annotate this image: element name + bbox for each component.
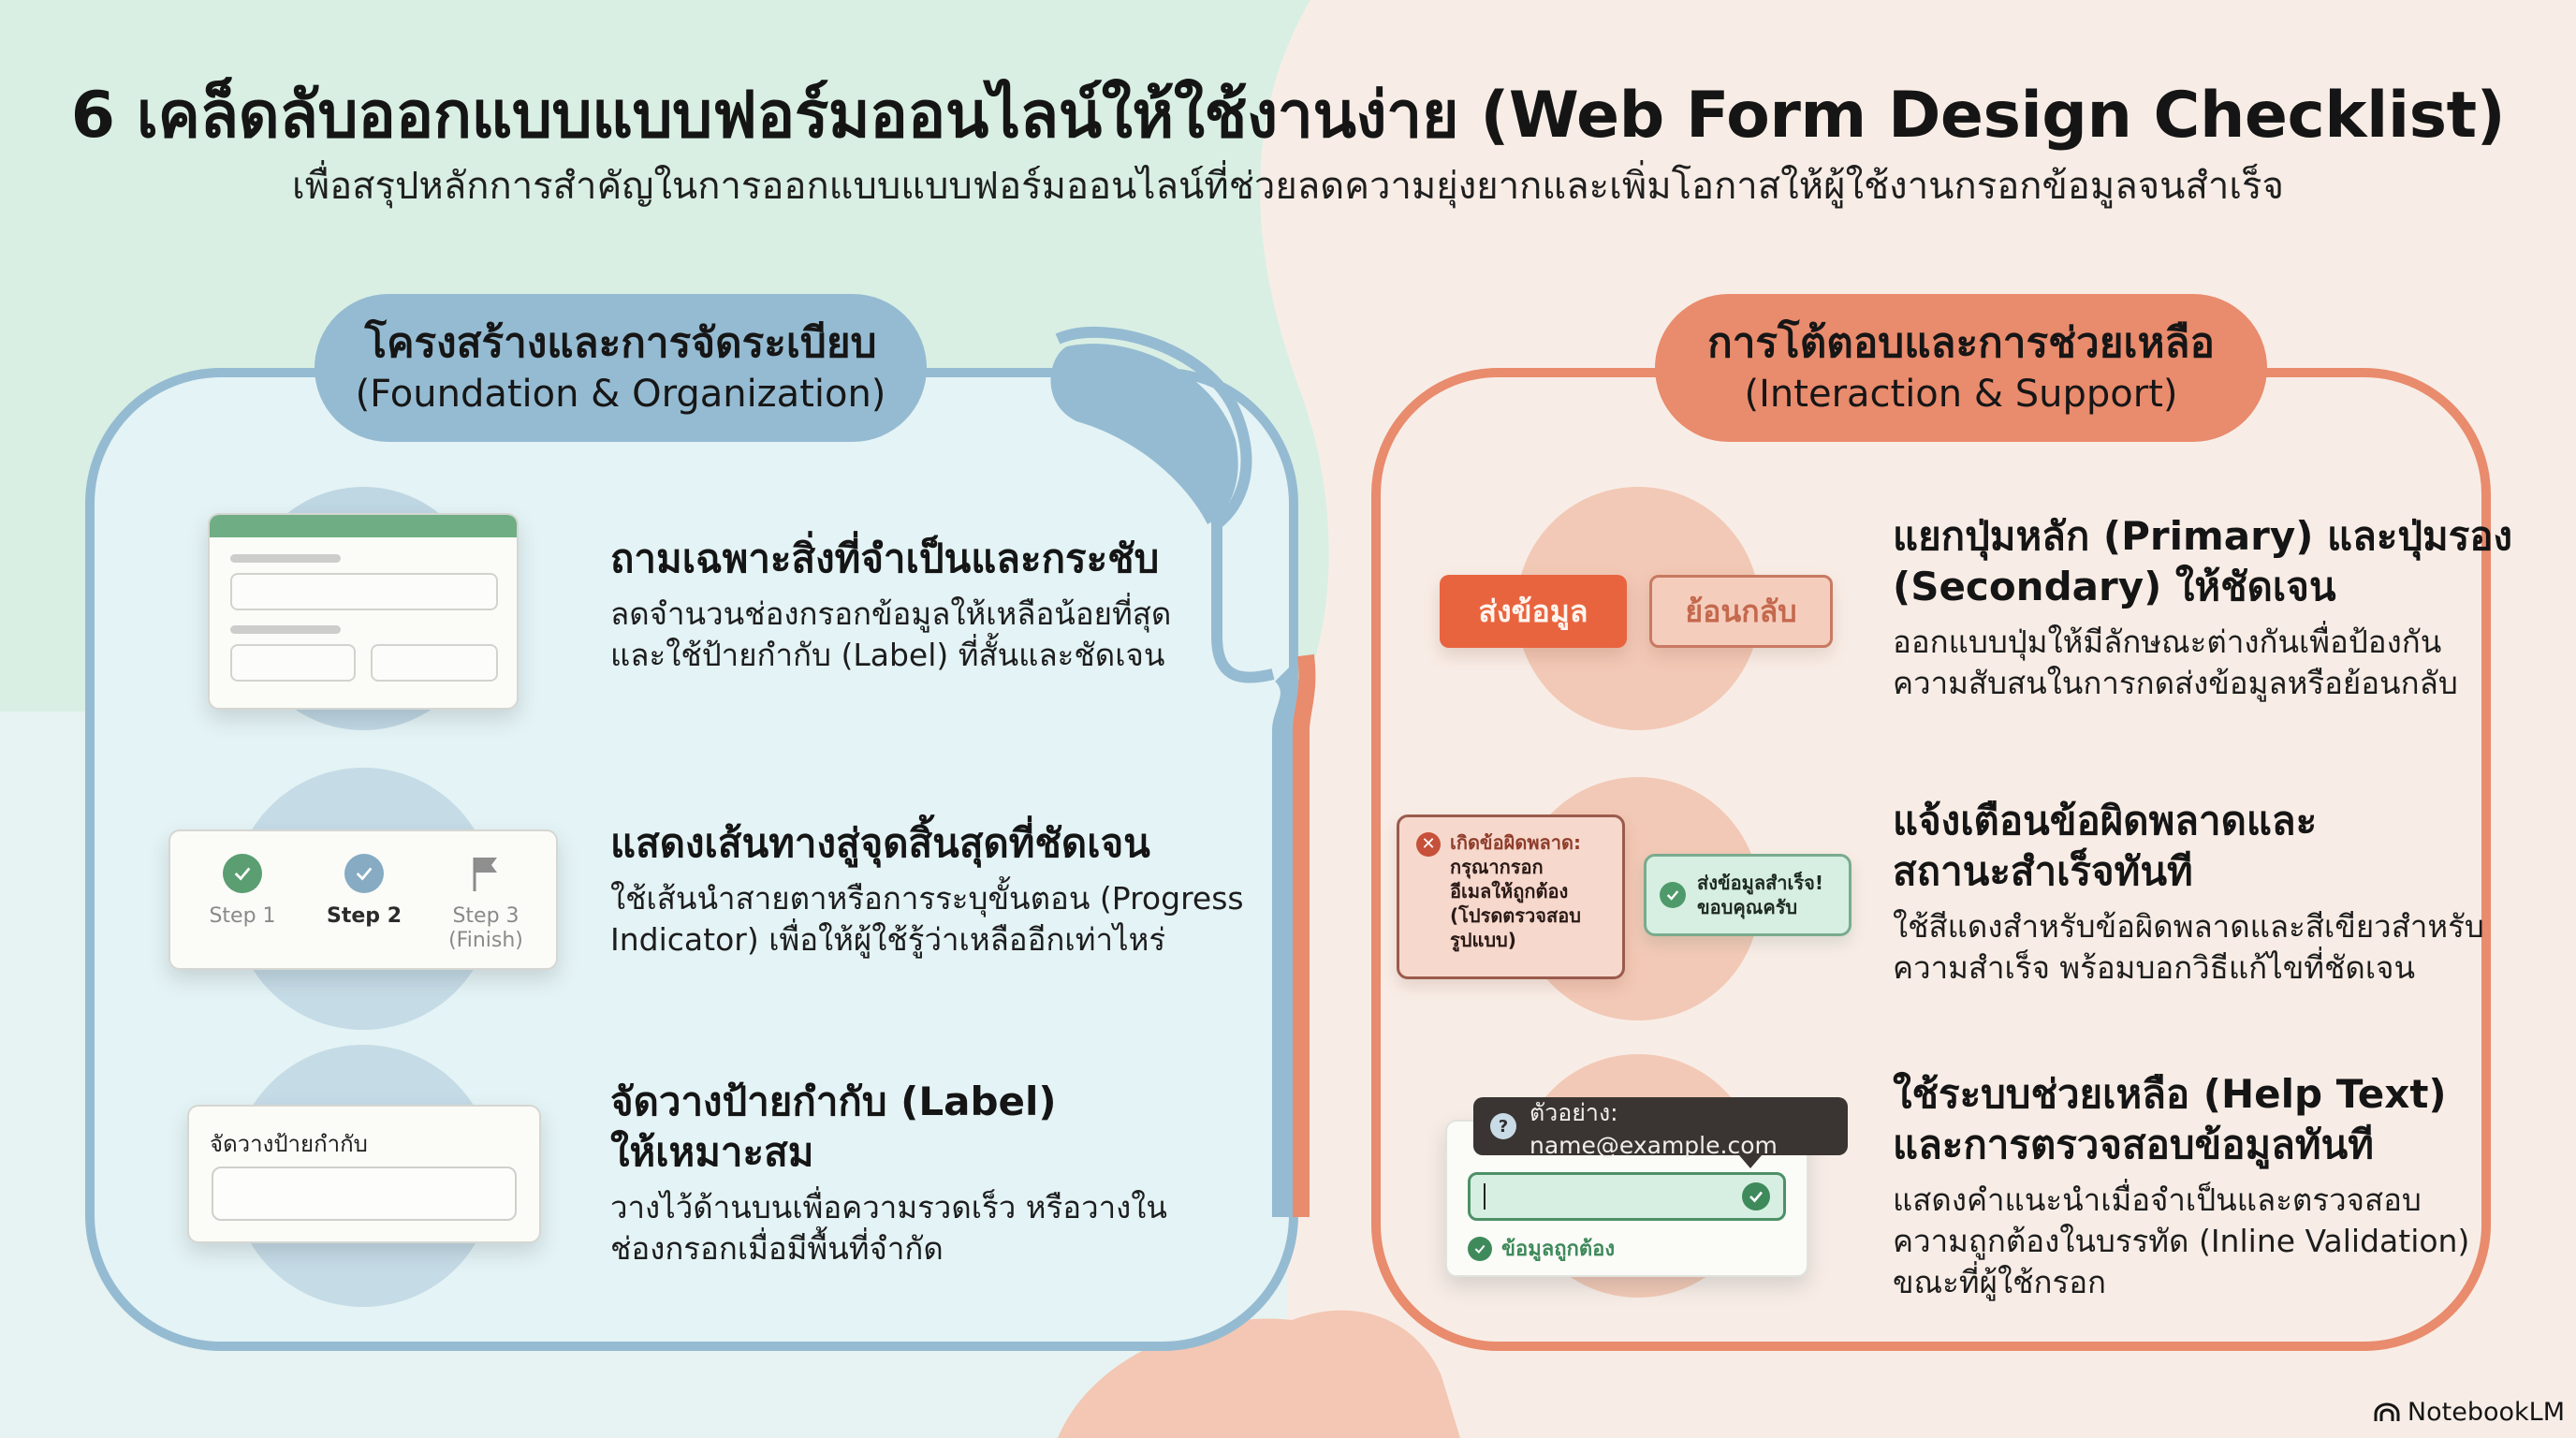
- success-text: ส่งข้อมูลสำเร็จ! ขอบคุณครับ: [1697, 871, 1823, 919]
- help-question-icon: ?: [1490, 1113, 1516, 1139]
- email-input[interactable]: [1468, 1172, 1786, 1221]
- error-line: (โปรดตรวจสอบ: [1450, 904, 1581, 927]
- tip-primary-secondary: แยกปุ่มหลัก (Primary) และปุ่มรอง (Second…: [1893, 511, 2548, 704]
- submit-button[interactable]: ส่งข้อมูล: [1440, 575, 1627, 648]
- notebooklm-brand: NotebookLM: [2374, 1398, 2565, 1427]
- desc-line: ใช้เส้นนำสายตาหรือการระบุขั้นตอน (Progre…: [610, 880, 1244, 917]
- success-line: ส่งข้อมูลสำเร็จ!: [1697, 872, 1823, 894]
- error-title: เกิดข้อผิดพลาด:: [1450, 831, 1581, 854]
- step-2: Step 2: [313, 854, 416, 929]
- success-line: ขอบคุณครับ: [1697, 896, 1798, 918]
- title-line: และการตรวจสอบข้อมูลทันที: [1893, 1122, 2374, 1167]
- tooltip-text: ตัวอย่าง: name@example.com: [1530, 1098, 1778, 1159]
- desc-line: วางไว้ด้านบนเพื่อความรวดเร็ว หรือวางใน: [610, 1189, 1167, 1225]
- tip-show-progress: แสดงเส้นทางสู่จุดสิ้นสุดที่ชัดเจน ใช้เส้…: [610, 818, 1266, 961]
- section-title-en: (Interaction & Support): [1744, 373, 2178, 416]
- tip-title: แจ้งเตือนข้อผิดพลาดและ สถานะสำเร็จทันที: [1893, 796, 2548, 897]
- label-placeholder: [230, 554, 341, 563]
- tip-desc: ใช้เส้นนำสายตาหรือการระบุขั้นตอน (Progre…: [610, 878, 1266, 961]
- section-header-foundation: โครงสร้างและการจัดระเบียบ (Foundation & …: [315, 294, 927, 442]
- tip-title: แยกปุ่มหลัก (Primary) และปุ่มรอง (Second…: [1893, 511, 2548, 612]
- title-line: จัดวางป้ายกำกับ (Label): [610, 1078, 1057, 1124]
- success-message: ส่งข้อมูลสำเร็จ! ขอบคุณครับ: [1644, 854, 1852, 936]
- section-title-en: (Foundation & Organization): [355, 373, 886, 416]
- desc-line: ความถูกต้องในบรรทัด (Inline Validation): [1893, 1223, 2470, 1259]
- tip-title: ถามเฉพาะสิ่งที่จำเป็นและกระชับ: [610, 536, 1160, 581]
- section-title-th: การโต้ตอบและการช่วยเหลือ: [1707, 319, 2215, 367]
- field-placeholder: [371, 644, 498, 682]
- error-text: เกิดข้อผิดพลาด: กรุณากรอก อีเมลให้ถูกต้อ…: [1450, 830, 1581, 952]
- step-label: Step 3: [452, 904, 520, 928]
- tip-desc: แสดงคำแนะนำเมื่อจำเป็นและตรวจสอบ ความถูก…: [1893, 1180, 2548, 1303]
- tip-desc: ออกแบบปุ่มให้มีลักษณะต่างกันเพื่อป้องกัน…: [1893, 622, 2548, 704]
- label-placeholder: [230, 625, 341, 634]
- tip-error-success: แจ้งเตือนข้อผิดพลาดและ สถานะสำเร็จทันที …: [1893, 796, 2548, 989]
- success-check-icon: [1660, 882, 1686, 908]
- check-icon: [344, 854, 384, 893]
- back-button[interactable]: ย้อนกลับ: [1649, 575, 1833, 648]
- error-message: ✕ เกิดข้อผิดพลาด: กรุณากรอก อีเมลให้ถูกต…: [1397, 814, 1625, 979]
- error-line: อีเมลให้ถูกต้อง: [1450, 880, 1569, 902]
- progress-stepper: Step 1 Step 2 Step 3 (Finish): [168, 829, 558, 970]
- desc-line: ขณะที่ผู้ใช้กรอก: [1893, 1264, 2107, 1300]
- section-header-interaction: การโต้ตอบและการช่วยเหลือ (Interaction & …: [1655, 294, 2267, 442]
- desc-line: ออกแบบปุ่มให้มีลักษณะต่างกันเพื่อป้องกัน: [1893, 624, 2442, 660]
- tip-title: แสดงเส้นทางสู่จุดสิ้นสุดที่ชัดเจน: [610, 820, 1150, 866]
- step-label: Step 1: [209, 904, 276, 928]
- title-line: ใช้ระบบช่วยเหลือ (Help Text): [1893, 1071, 2447, 1117]
- check-icon: [1468, 1236, 1492, 1261]
- valid-check-icon: [1742, 1182, 1770, 1211]
- tip-ask-only-necessary: ถามเฉพาะสิ่งที่จำเป็นและกระชับ ลดจำนวนช่…: [610, 534, 1209, 676]
- step-3: Step 3 (Finish): [434, 854, 537, 953]
- validation-message: ข้อมูลถูกต้อง: [1468, 1232, 1615, 1265]
- form-header-bar: [210, 515, 517, 537]
- brand-text: NotebookLM: [2407, 1398, 2565, 1427]
- error-line: กรุณากรอก: [1450, 856, 1544, 878]
- desc-line: และใช้ป้ายกำกับ (Label) ที่สั้นและชัดเจน: [610, 637, 1165, 673]
- tip-title: ใช้ระบบช่วยเหลือ (Help Text) และการตรวจส…: [1893, 1069, 2548, 1170]
- section-title-th: โครงสร้างและการจัดระเบียบ: [364, 319, 877, 367]
- desc-line: แสดงคำแนะนำเมื่อจำเป็นและตรวจสอบ: [1893, 1181, 2422, 1218]
- field-placeholder: [230, 644, 356, 682]
- step-label: Step 2: [327, 904, 402, 928]
- text-caret: [1484, 1183, 1486, 1210]
- tip-label-placement: จัดวางป้ายกำกับ (Label) ให้เหมาะสม วางไว…: [610, 1077, 1209, 1269]
- step-1: Step 1: [191, 854, 294, 929]
- tip-title: จัดวางป้ายกำกับ (Label) ให้เหมาะสม: [610, 1077, 1209, 1178]
- desc-line: ใช้สีแดงสำหรับข้อผิดพลาดและสีเขียวสำหรับ: [1893, 908, 2484, 945]
- validation-text: ข้อมูลถูกต้อง: [1501, 1238, 1616, 1261]
- notebooklm-logo-icon: [2374, 1402, 2400, 1421]
- desc-line: Indicator) เพื่อให้ผู้ใช้รู้ว่าเหลืออีกเ…: [610, 921, 1166, 958]
- step-sublabel: (Finish): [448, 929, 523, 952]
- desc-line: ช่องกรอกเมื่อมีพื้นที่จำกัด: [610, 1230, 944, 1267]
- mock-input: [212, 1167, 517, 1221]
- tip-desc: วางไว้ด้านบนเพื่อความรวดเร็ว หรือวางใน ช…: [610, 1187, 1209, 1269]
- page-title: 6 เคล็ดลับออกแบบแบบฟอร์มออนไลน์ให้ใช้งาน…: [70, 79, 2506, 153]
- desc-line: ความสำเร็จ พร้อมบอกวิธีแก้ไขที่ชัดเจน: [1893, 949, 2416, 986]
- title-line: แจ้งเตือนข้อผิดพลาดและ: [1893, 798, 2318, 844]
- desc-line: ความสับสนในการกดส่งข้อมูลหรือย้อนกลับ: [1893, 665, 2458, 701]
- title-line: สถานะสำเร็จทันที: [1893, 848, 2193, 894]
- title-line: ให้เหมาะสม: [610, 1129, 814, 1175]
- flag-icon: [466, 854, 505, 893]
- desc-line: ลดจำนวนช่องกรอกข้อมูลให้เหลือน้อยที่สุด: [610, 595, 1172, 632]
- check-icon: [223, 854, 262, 893]
- field-placeholder: [230, 573, 498, 610]
- error-x-icon: ✕: [1416, 832, 1441, 857]
- page-subtitle: เพื่อสรุปหลักการสำคัญในการออกแบบแบบฟอร์ม…: [292, 165, 2284, 208]
- mock-label: จัดวางป้ายกำกับ: [210, 1131, 368, 1157]
- tip-help-text: ใช้ระบบช่วยเหลือ (Help Text) และการตรวจส…: [1893, 1069, 2548, 1303]
- tip-desc: ใช้สีแดงสำหรับข้อผิดพลาดและสีเขียวสำหรับ…: [1893, 906, 2548, 989]
- title-line: (Secondary) ให้ชัดเจน: [1893, 564, 2336, 609]
- title-line: แยกปุ่มหลัก (Primary) และปุ่มรอง: [1893, 513, 2513, 559]
- form-mockup-icon: [208, 513, 519, 710]
- tip-desc: ลดจำนวนช่องกรอกข้อมูลให้เหลือน้อยที่สุด …: [610, 594, 1209, 676]
- label-field-mockup: จัดวางป้ายกำกับ: [187, 1105, 541, 1243]
- error-line: รูปแบบ): [1450, 929, 1516, 951]
- help-tooltip: ? ตัวอย่าง: name@example.com: [1473, 1097, 1848, 1168]
